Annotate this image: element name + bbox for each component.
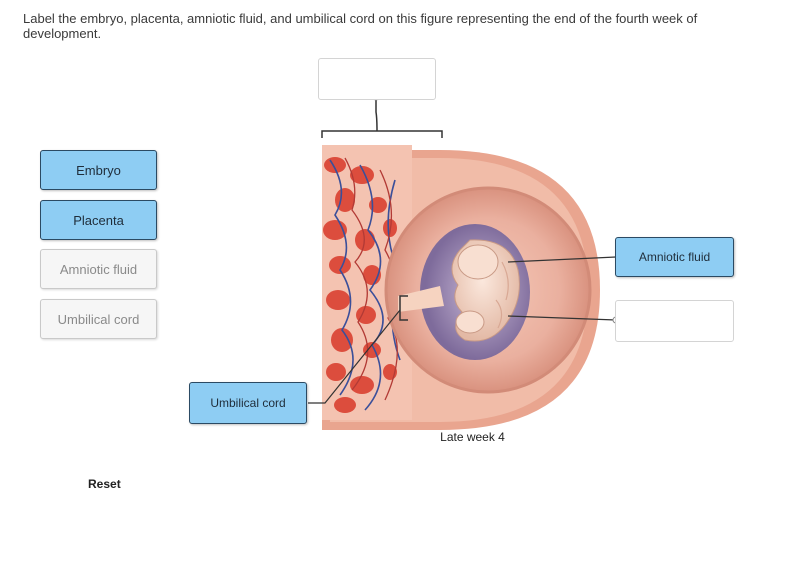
drop-target-amniotic-fluid[interactable]: Amniotic fluid — [615, 237, 734, 277]
stalk-bracket — [399, 295, 408, 321]
word-bank-embryo[interactable]: Embryo — [40, 150, 157, 190]
word-bank-umbilical-cord[interactable]: Umbilical cord — [40, 299, 157, 339]
word-bank-amniotic-fluid[interactable]: Amniotic fluid — [40, 249, 157, 289]
drop-target-umbilical-cord[interactable]: Umbilical cord — [189, 382, 307, 424]
embryo-leader — [507, 315, 617, 321]
embryo-figure — [451, 239, 520, 342]
top-bracket — [321, 98, 443, 138]
figure-caption: Late week 4 — [440, 430, 505, 444]
drop-target-embryo[interactable] — [615, 300, 734, 342]
reset-button[interactable]: Reset — [88, 477, 121, 491]
connecting-stalk — [398, 286, 444, 312]
cord-leader — [308, 309, 401, 404]
word-bank-placenta[interactable]: Placenta — [40, 200, 157, 240]
question-instructions: Label the embryo, placenta, amniotic flu… — [23, 11, 698, 41]
drop-target-top[interactable] — [318, 58, 436, 100]
amniotic-leader — [507, 256, 617, 263]
